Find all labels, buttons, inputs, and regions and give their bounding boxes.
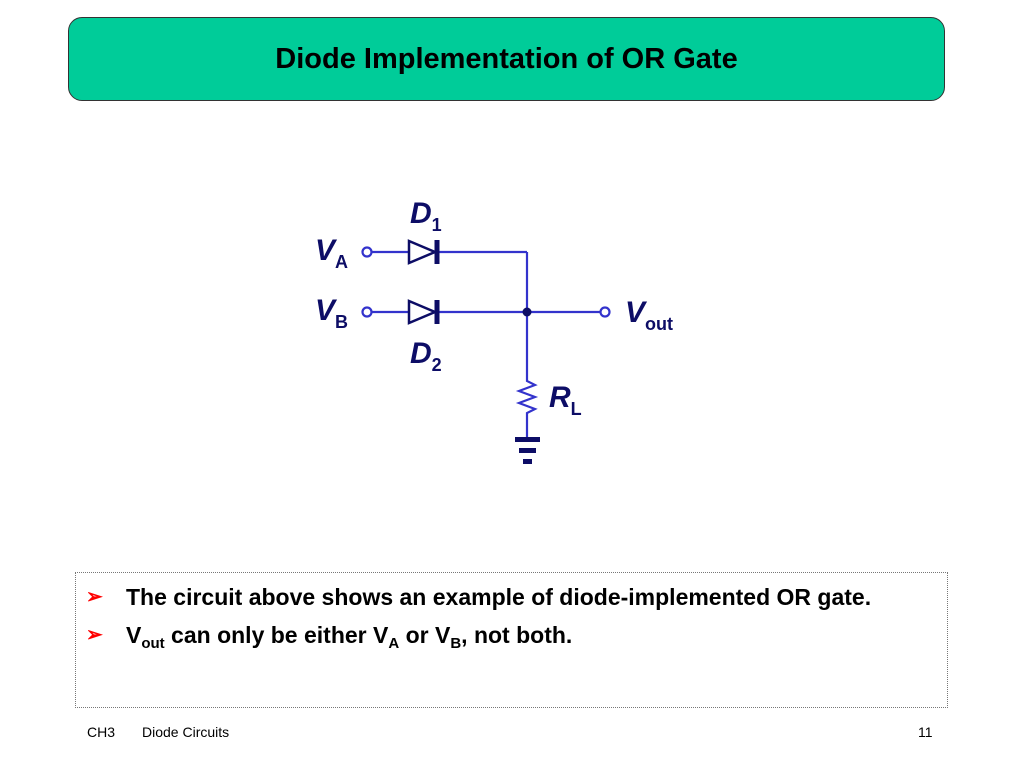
input-b-label: VB: [315, 294, 348, 332]
output-label: Vout: [625, 296, 673, 334]
output-terminal: [599, 306, 611, 318]
diode-1-label: D1: [410, 197, 442, 235]
input-a-terminal: [361, 246, 373, 258]
footer-chapter: CH3: [87, 724, 116, 740]
input-a-label: VA: [315, 234, 348, 272]
arrow-bullet-icon: ➢: [86, 586, 103, 608]
circuit-wiring: [361, 246, 611, 437]
resistor-label: RL: [549, 381, 582, 419]
bullet-text: Vout can only be either VA or VB, not bo…: [126, 622, 573, 652]
junction-dot: [522, 307, 532, 317]
title-banner: Diode Implementation of OR Gate: [68, 17, 945, 101]
footer-topic: Diode Circuits: [142, 724, 230, 740]
input-b-terminal: [361, 306, 373, 318]
ground-icon: [515, 437, 540, 464]
diode-2-symbol: [407, 299, 440, 325]
page-title: Diode Implementation of OR Gate: [275, 42, 738, 75]
bullet-list: ➢ The circuit above shows an example of …: [75, 572, 948, 708]
bullet-text: The circuit above shows an example of di…: [126, 584, 872, 610]
footer-page-number: 11: [918, 724, 933, 740]
arrow-bullet-icon: ➢: [86, 624, 103, 646]
bullet-item: ➢ The circuit above shows an example of …: [86, 581, 937, 613]
diode-1-symbol: [407, 239, 440, 265]
bullet-item: ➢ Vout can only be either VA or VB, not …: [86, 619, 937, 660]
or-gate-circuit: VA VB D1 D2 Vout RL: [315, 197, 673, 464]
resistor-symbol: [515, 375, 539, 437]
diode-2-label: D2: [410, 337, 442, 375]
